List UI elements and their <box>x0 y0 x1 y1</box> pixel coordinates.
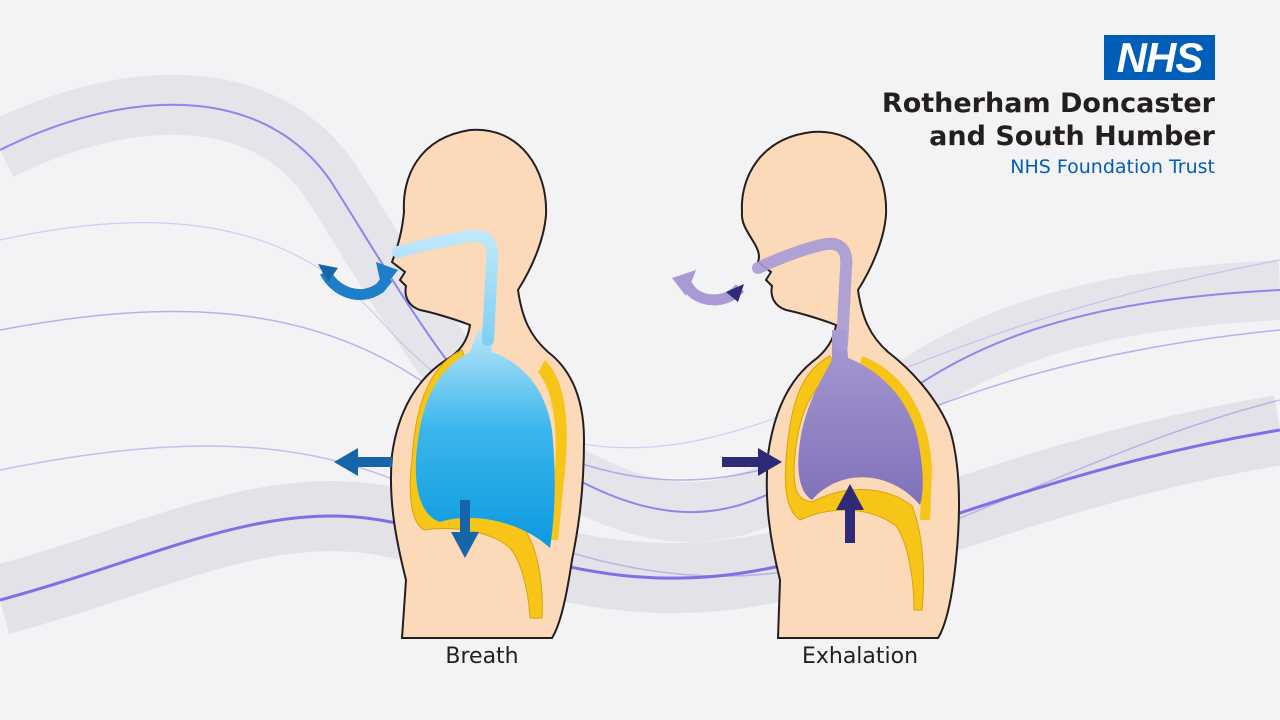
lungs-breath <box>415 330 555 548</box>
figure-breath <box>318 128 586 639</box>
org-name-line-3: NHS Foundation Trust <box>1010 156 1215 178</box>
chest-contract-arrow <box>722 448 782 476</box>
diaphragm-up-arrow <box>836 484 864 543</box>
chest-expand-arrow <box>334 448 392 476</box>
caption-exhalation: Exhalation <box>801 644 919 669</box>
airway-breath <box>392 229 499 346</box>
lungs-exhalation <box>798 330 923 505</box>
org-name-line-2: and South Humber <box>929 121 1215 152</box>
org-name-line-1: Rotherham Doncaster <box>881 88 1215 119</box>
diaphragm-down-arrow <box>451 500 479 558</box>
caption-breath: Breath <box>445 644 519 669</box>
background-waves <box>0 74 1280 634</box>
figure-exhalation <box>672 130 961 639</box>
airway-exhalation <box>752 237 853 351</box>
nhs-logo: NHS <box>1104 35 1215 80</box>
